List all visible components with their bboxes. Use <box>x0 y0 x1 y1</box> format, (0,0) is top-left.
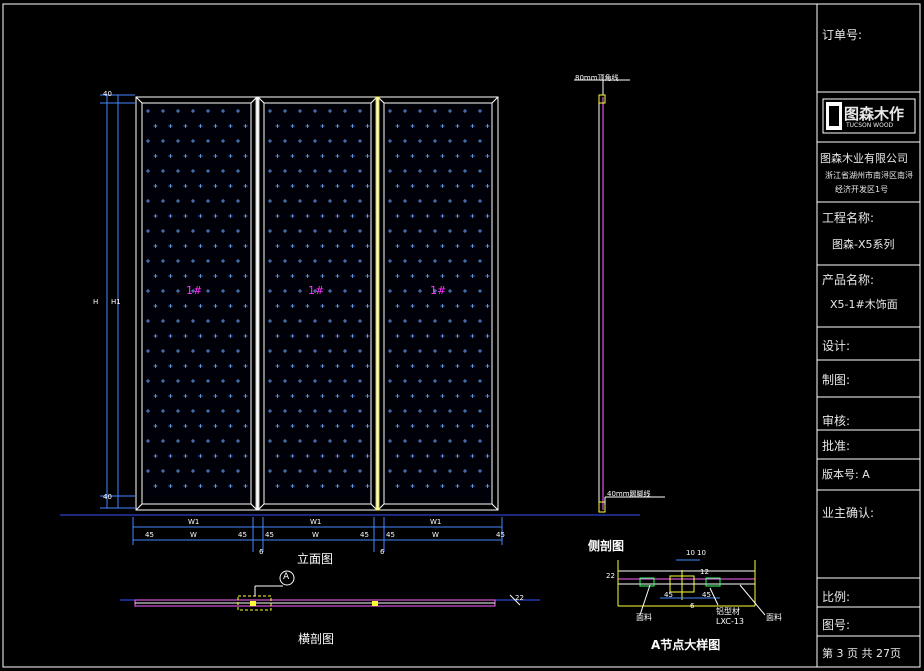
panel-seam-2 <box>375 96 380 511</box>
scale-label: 比例: <box>822 590 851 604</box>
panel-frame-1 <box>135 96 258 511</box>
detail-dim-22: 22 <box>606 572 615 580</box>
address-line-2: 经济开发区1号 <box>835 185 889 194</box>
dim-w-1: W <box>190 531 197 539</box>
height-dimension <box>100 94 135 509</box>
side-section-label: 侧剖图 <box>588 539 625 553</box>
title-block-frame <box>816 3 921 668</box>
dim-45-e: 45 <box>386 531 395 539</box>
detail-A <box>617 559 766 616</box>
plan-dim-right: 22 <box>515 594 524 602</box>
dim-top: 40 <box>103 90 112 98</box>
draw-label: 制图: <box>822 373 851 387</box>
plan-section-label: 横剖图 <box>298 632 335 646</box>
elevation-panels <box>135 96 499 511</box>
project-value: 图森-X5系列 <box>832 238 895 251</box>
dim-45-a: 45 <box>145 531 154 539</box>
dim-w-3: W <box>432 531 439 539</box>
panel-mark-3: 1# <box>430 284 447 297</box>
panel-frame-3 <box>377 96 499 511</box>
detail-dim-45b: 45 <box>702 591 711 599</box>
dim-w1-3: W1 <box>430 518 442 526</box>
order-no-label: 订单号: <box>822 28 863 42</box>
page-label: 第 3 页 共 27页 <box>822 647 901 660</box>
panel-mark-2: 1# <box>308 284 325 297</box>
detail-label: A节点大样图 <box>651 638 721 652</box>
detail-dim-12: 12 <box>700 568 709 576</box>
panel-frame-2 <box>257 96 378 511</box>
detail-note-aluminum: 铝型材 <box>716 607 740 616</box>
dim-height: H <box>93 298 99 306</box>
version-label: 版本号: A <box>822 468 870 481</box>
company-name: 图森木业有限公司 <box>820 152 908 165</box>
dim-45-d: 45 <box>360 531 369 539</box>
dim-45-f: 45 <box>496 531 505 539</box>
owner-confirm-label: 业主确认: <box>822 506 875 520</box>
title-block-dividers <box>817 91 920 637</box>
detail-note-code: LXC-13 <box>716 617 745 626</box>
panel-mark-1: 1# <box>186 284 203 297</box>
project-label: 工程名称: <box>822 211 875 225</box>
detail-note-face-right: 面料 <box>766 613 782 622</box>
dim-45-b: 45 <box>238 531 247 539</box>
section-marker: A <box>283 572 290 582</box>
product-label: 产品名称: <box>822 273 875 287</box>
dim-6-b: 6 <box>380 548 385 556</box>
drawing-no-label: 图号: <box>822 618 851 632</box>
dim-w1-1: W1 <box>188 518 200 526</box>
logo-text: 图森木作 <box>844 105 905 123</box>
detail-dim-45a: 45 <box>664 591 673 599</box>
detail-dim-10a: 10 <box>686 549 695 557</box>
detail-dim-6: 6 <box>690 602 695 610</box>
top-molding-note: 80mm顶角线 <box>575 74 619 82</box>
panel-inner-1 <box>141 102 252 505</box>
plan-section <box>120 570 540 611</box>
design-label: 设计: <box>822 339 851 353</box>
elevation-view-label: 立面图 <box>297 552 334 566</box>
dim-height-2: H1 <box>111 298 121 306</box>
side-view <box>574 79 665 513</box>
review-label: 审核: <box>822 414 851 428</box>
panel-inner-2 <box>263 102 372 505</box>
detail-dim-10b: 10 <box>697 549 706 557</box>
dim-w-2: W <box>312 531 319 539</box>
panel-seam-1 <box>255 96 260 511</box>
dim-bottom: 40 <box>103 493 112 501</box>
product-value: X5-1#木饰面 <box>830 298 898 311</box>
detail-note-face-left: 面料 <box>636 613 652 622</box>
dim-45-c: 45 <box>265 531 274 539</box>
company-logo <box>822 98 916 134</box>
logo-subtext: TUCSON WOOD <box>846 122 894 129</box>
approve-label: 批准: <box>822 439 851 453</box>
dim-6-a: 6 <box>259 548 264 556</box>
panel-inner-3 <box>383 102 493 505</box>
width-dimensions <box>132 517 503 552</box>
dim-w1-2: W1 <box>310 518 322 526</box>
baseboard-note: 40mm踢脚线 <box>607 490 651 498</box>
address-line-1: 浙江省湖州市南浔区南浔 <box>825 171 913 180</box>
